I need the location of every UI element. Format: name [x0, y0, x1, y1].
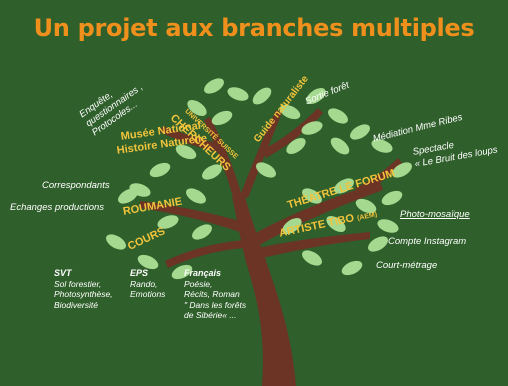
subject-eps-line: Emotions [130, 289, 166, 300]
subject-svt: SVT Sol forestier, Photosynthèse, Biodiv… [54, 268, 113, 310]
subject-francais-line: Poésie, [184, 278, 213, 289]
activity-echanges: Echanges productions [10, 202, 105, 213]
activity-court-metrage: Court-métrage [376, 260, 438, 271]
subject-francais-line: de Sibérie« ... [184, 310, 237, 321]
subject-svt-line: Photosynthèse, [54, 289, 113, 300]
subject-svt-heading: SVT [54, 268, 72, 278]
slide-title: Un projet aux branches multiples [33, 14, 475, 42]
subject-eps-heading: EPS [130, 268, 149, 278]
subject-eps: EPS Rando, Emotions [130, 268, 165, 300]
activity-correspondants: Correspondants [42, 180, 110, 191]
tree-leaves [106, 78, 412, 280]
subject-svt-line: Sol forestier, [54, 278, 102, 289]
activity-photo-mosaique[interactable]: Photo-mosaïque [400, 209, 470, 220]
subject-eps-line: Rando, [130, 278, 158, 289]
subject-francais-line: Récits, Roman [184, 289, 240, 300]
tree-trunk-branches [140, 108, 402, 386]
subject-francais-line: " Dans les forêts [184, 299, 247, 310]
subject-francais-heading: Français [184, 268, 222, 278]
subject-svt-line: Biodiversité [54, 299, 98, 310]
subject-francais: Français Poésie, Récits, Roman " Dans le… [184, 268, 246, 320]
activity-instagram: Compte Instagram [388, 236, 467, 247]
